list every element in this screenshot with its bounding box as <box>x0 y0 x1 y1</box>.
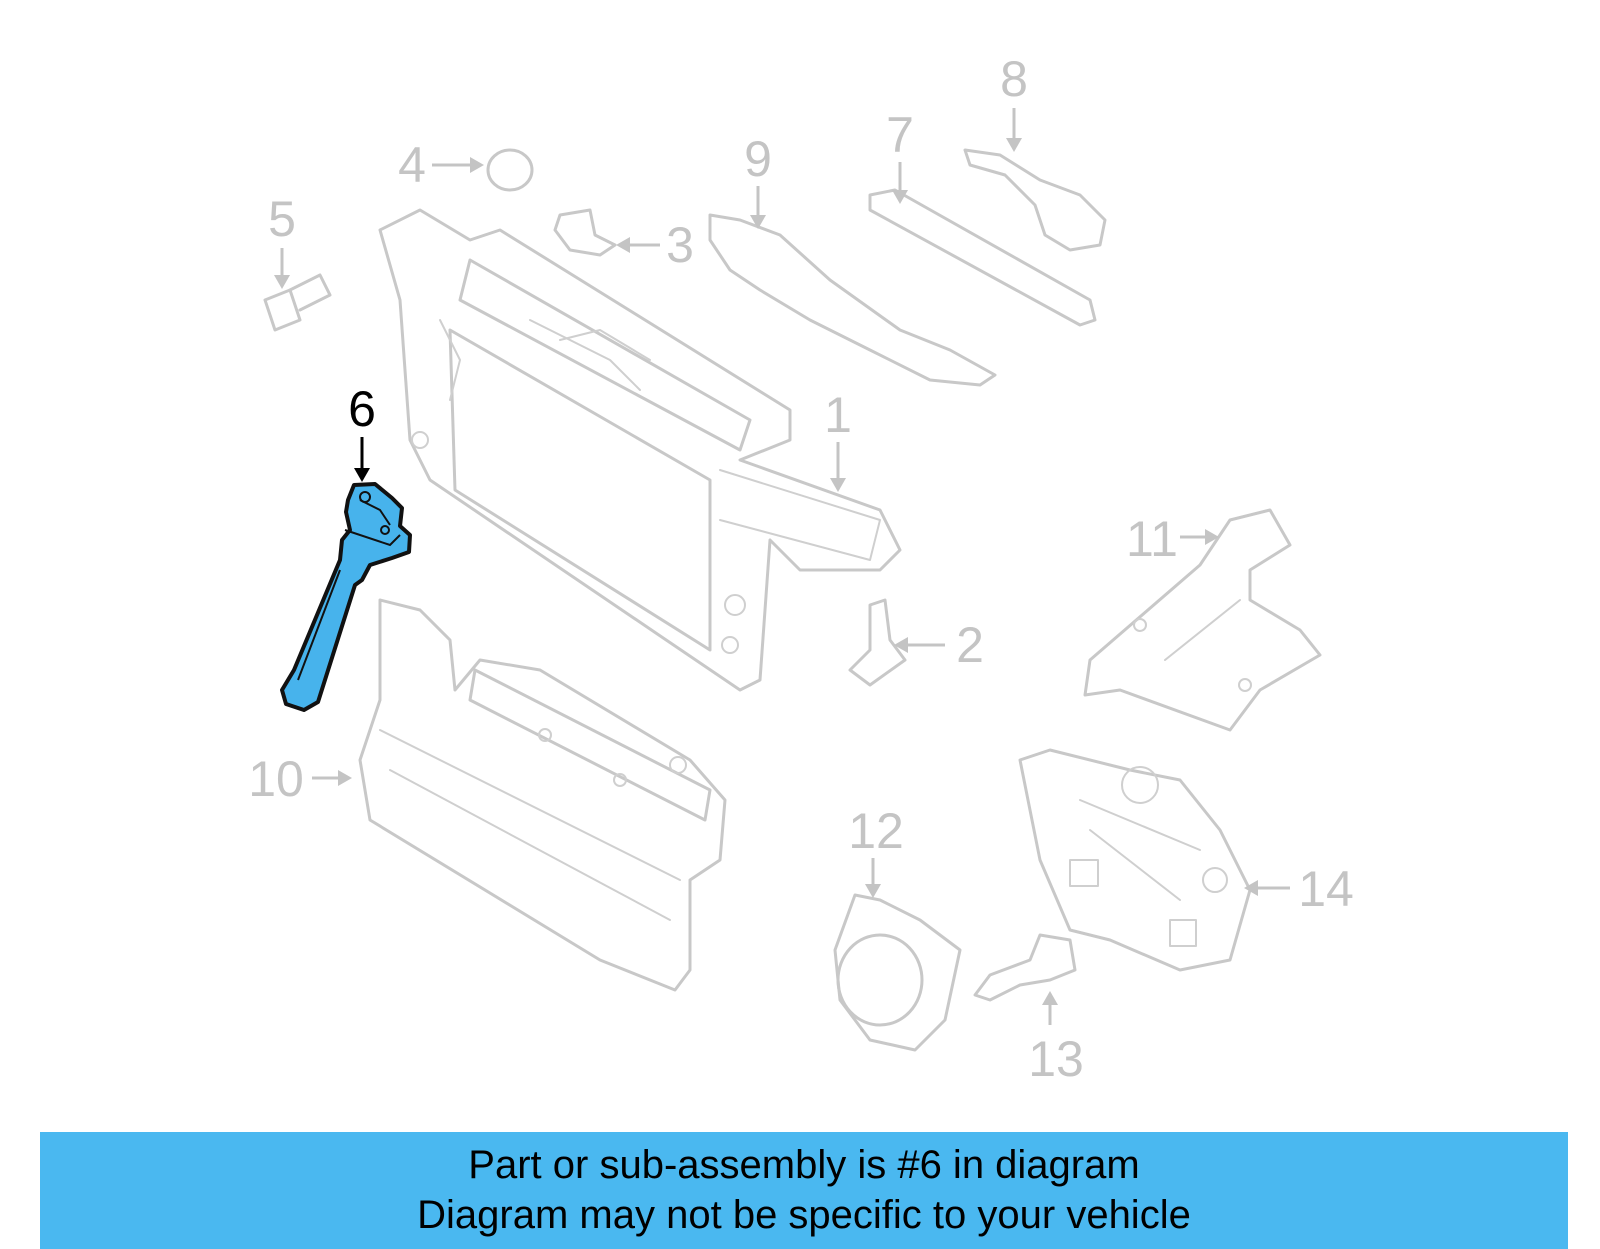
callout-10: 10 <box>248 751 352 807</box>
part-7-seal-strip[interactable] <box>868 188 1097 327</box>
part-4-ring[interactable] <box>486 148 534 192</box>
callout-12: 12 <box>848 803 904 898</box>
part-12-horn[interactable] <box>833 893 962 1052</box>
info-banner: Part or sub-assembly is #6 in diagram Di… <box>40 1132 1568 1249</box>
banner-line-disclaimer: Diagram may not be specific to your vehi… <box>417 1193 1191 1237</box>
callout-3: 3 <box>616 217 694 273</box>
part-9-upper-cover[interactable] <box>708 213 997 387</box>
callout-8: 8 <box>1000 51 1028 152</box>
part-8-latch-cable[interactable] <box>963 148 1107 252</box>
callout-6-label: 6 <box>348 381 376 437</box>
banner-line-part: Part or sub-assembly is #6 in diagram <box>468 1143 1140 1187</box>
part-5-bolt[interactable] <box>263 273 332 332</box>
svg-text:12: 12 <box>848 803 904 859</box>
callout-6: 6 <box>348 381 376 482</box>
svg-text:2: 2 <box>956 617 984 673</box>
callout-2: 2 <box>894 617 984 673</box>
callout-7: 7 <box>886 107 914 204</box>
svg-text:9: 9 <box>744 131 772 187</box>
svg-text:13: 13 <box>1028 1031 1084 1087</box>
part-13-sensor[interactable] <box>973 933 1077 1002</box>
part-2-bracket[interactable] <box>848 598 907 687</box>
svg-text:4: 4 <box>398 137 426 193</box>
part-3-sensor[interactable] <box>553 208 617 257</box>
svg-text:8: 8 <box>1000 51 1028 107</box>
svg-text:5: 5 <box>268 191 296 247</box>
callout-13: 13 <box>1028 991 1084 1087</box>
part-6-highlighted-bracket[interactable] <box>280 482 412 712</box>
parts-diagram: 1 2 3 4 5 6 7 8 9 <box>248 51 1354 1087</box>
svg-text:7: 7 <box>886 107 914 163</box>
callout-4: 4 <box>398 137 484 193</box>
part-14-plate[interactable] <box>1018 748 1252 972</box>
svg-text:11: 11 <box>1126 511 1178 567</box>
callout-11: 11 <box>1126 511 1219 567</box>
part-11-underbody-panel[interactable] <box>1083 508 1322 732</box>
svg-text:10: 10 <box>248 751 304 807</box>
svg-text:3: 3 <box>666 217 694 273</box>
callout-14: 14 <box>1244 861 1354 917</box>
callout-1: 1 <box>824 387 852 492</box>
svg-text:14: 14 <box>1298 861 1354 917</box>
part-10-lower-frame[interactable] <box>358 598 727 992</box>
svg-text:1: 1 <box>824 387 852 443</box>
callout-5: 5 <box>268 191 296 289</box>
callout-9: 9 <box>744 131 772 229</box>
part-1-radiator-support[interactable] <box>378 208 902 692</box>
